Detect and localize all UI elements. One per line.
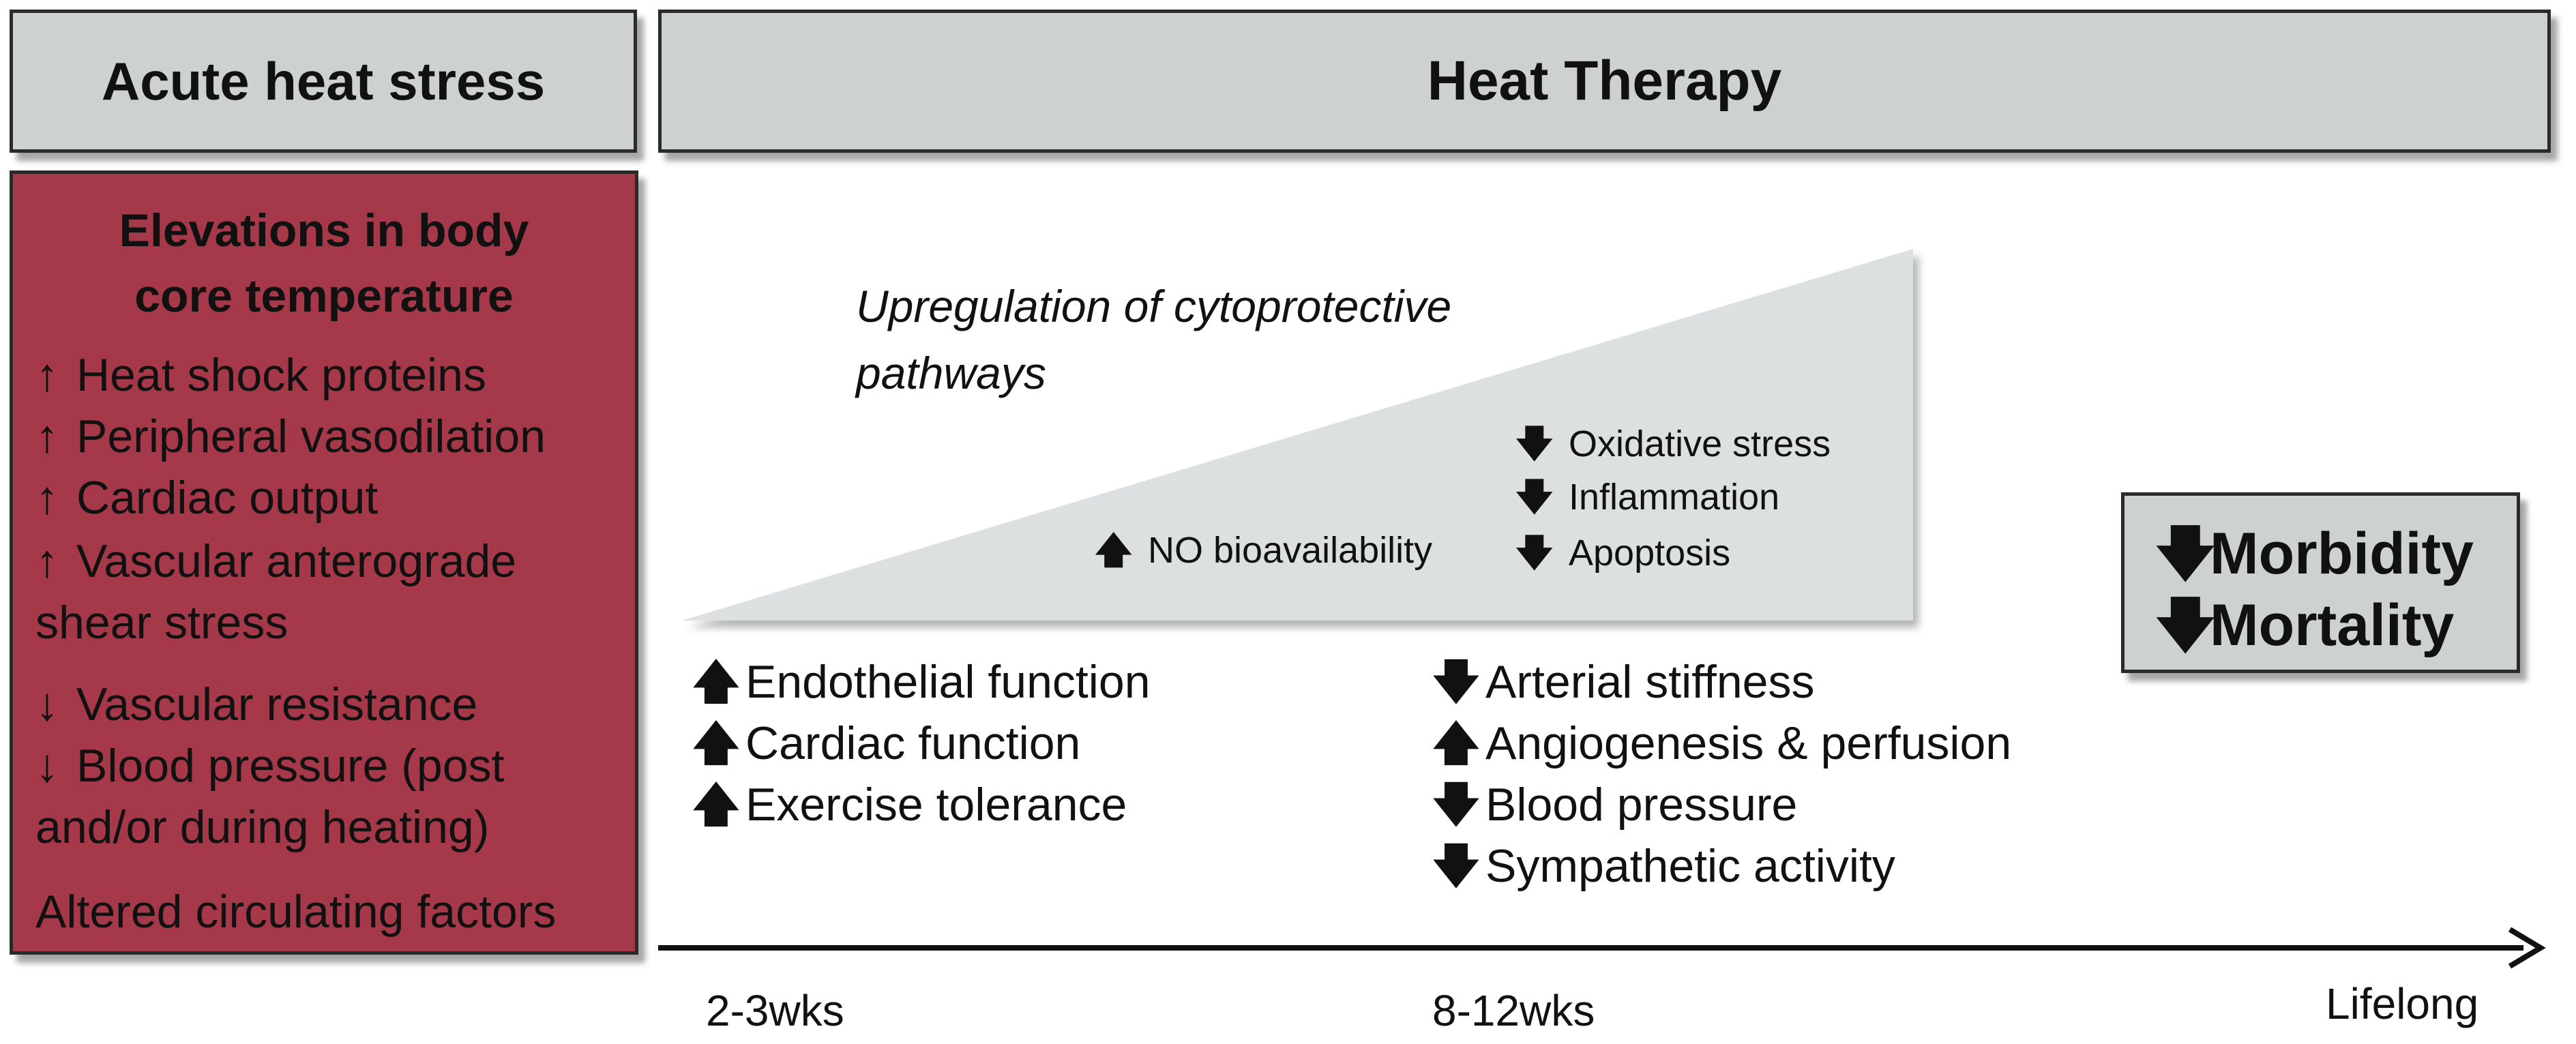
acute-item-circulating-factors: Altered circulating factors xyxy=(35,886,557,938)
triangle-item-inflammation: 🡇Inflammation xyxy=(1515,471,1779,533)
outcome-mortality: 🡇Mortality xyxy=(2155,583,2454,683)
effect-cardiac-function: 🡅Cardiac function xyxy=(692,709,1080,788)
acute-item-vascular-resistance: ↓Vascular resistance xyxy=(35,674,477,735)
acute-item-cardiac-output: ↑Cardiac output xyxy=(35,467,378,528)
bold-up-arrow-icon: 🡅 xyxy=(1432,717,1480,769)
acute-item-shear-stress-cont: shear stress xyxy=(35,597,288,648)
cytoprotective-triangle xyxy=(682,249,1913,621)
acute-item-blood-pressure: ↓Blood pressure (post xyxy=(35,735,504,796)
heat-therapy-header: Heat Therapy xyxy=(658,10,2551,153)
effect-angiogenesis: 🡅Angiogenesis & perfusion xyxy=(1432,709,2011,788)
outcome-morbidity: 🡇Morbidity xyxy=(2155,511,2474,611)
bold-down-arrow-icon: 🡇 xyxy=(1515,533,1554,573)
effect-blood-pressure: 🡇Blood pressure xyxy=(1432,771,1797,850)
cytoprotective-title: Upregulation of cytoprotective pathways xyxy=(856,281,1452,398)
bold-down-arrow-icon: 🡇 xyxy=(1432,779,1480,831)
acute-title-line2: core temperature xyxy=(134,270,514,322)
triangle-item-apoptosis: 🡇Apoptosis xyxy=(1515,526,1730,589)
bold-up-arrow-icon: 🡅 xyxy=(1095,530,1133,571)
down-arrow-icon: ↓ xyxy=(35,678,59,730)
effect-endothelial-function: 🡅Endothelial function xyxy=(692,648,1151,727)
triangle-item-oxidative-stress: 🡇Oxidative stress xyxy=(1515,417,1831,480)
bold-down-arrow-icon: 🡇 xyxy=(2155,593,2216,658)
outcome-box xyxy=(2121,492,2520,673)
acute-effects-title: Elevations in body core temperature xyxy=(0,198,648,329)
acute-item-blood-pressure-cont: and/or during heating) xyxy=(35,801,490,853)
bold-down-arrow-icon: 🡇 xyxy=(2155,521,2216,586)
bold-down-arrow-icon: 🡇 xyxy=(1432,656,1480,708)
up-arrow-icon: ↑ xyxy=(35,472,59,524)
acute-item-vasodilation: ↑Peripheral vasodilation xyxy=(35,406,546,467)
bold-up-arrow-icon: 🡅 xyxy=(692,656,740,708)
no-bioavailability-label: 🡅NO bioavailability xyxy=(1095,524,1432,586)
acute-item-heat-shock: ↑Heat shock proteins xyxy=(35,344,486,406)
timeline-arrowhead xyxy=(2508,927,2546,969)
timeline-label-mid: 8-12wks xyxy=(1432,986,1595,1035)
up-arrow-icon: ↑ xyxy=(35,535,59,587)
bold-down-arrow-icon: 🡇 xyxy=(1432,840,1480,892)
bold-up-arrow-icon: 🡅 xyxy=(692,779,740,831)
acute-effects-box xyxy=(10,170,638,955)
up-arrow-icon: ↑ xyxy=(35,349,59,401)
acute-heat-stress-header: Acute heat stress xyxy=(10,10,637,153)
effect-sympathetic-activity: 🡇Sympathetic activity xyxy=(1432,832,1895,911)
bold-down-arrow-icon: 🡇 xyxy=(1515,423,1554,464)
down-arrow-icon: ↓ xyxy=(35,740,59,792)
up-arrow-icon: ↑ xyxy=(35,411,59,462)
acute-item-shear-stress: ↑Vascular anterograde xyxy=(35,531,516,592)
bold-down-arrow-icon: 🡇 xyxy=(1515,477,1554,518)
timeline-label-end: Lifelong xyxy=(2326,979,2479,1028)
bold-up-arrow-icon: 🡅 xyxy=(692,717,740,769)
heat-therapy-header-label: Heat Therapy xyxy=(1427,50,1782,112)
acute-title-line1: Elevations in body xyxy=(119,205,529,256)
acute-header-label: Acute heat stress xyxy=(101,50,546,111)
timeline-label-start: 2-3wks xyxy=(706,986,844,1035)
effect-exercise-tolerance: 🡅Exercise tolerance xyxy=(692,771,1127,850)
effect-arterial-stiffness: 🡇Arterial stiffness xyxy=(1432,648,1814,727)
